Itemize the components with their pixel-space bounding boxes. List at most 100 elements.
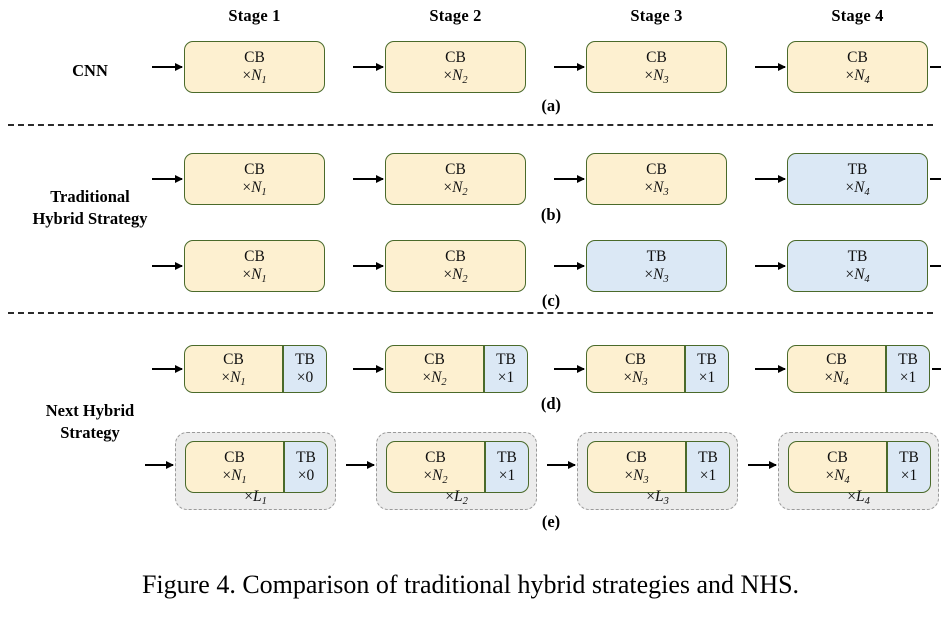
block-multiplier-label: ×N3 bbox=[623, 369, 648, 388]
block-multiplier-label: ×N4 bbox=[845, 266, 870, 285]
flow-arrow bbox=[930, 66, 941, 68]
block-multiplier-label: ×1 bbox=[699, 467, 717, 484]
flow-arrow bbox=[930, 178, 941, 180]
block-multiplier-label: ×N2 bbox=[422, 369, 447, 388]
flow-arrow bbox=[755, 368, 785, 370]
block-multiplier-label: ×N4 bbox=[845, 179, 870, 198]
block-tb-stage3: TB×1 bbox=[685, 345, 729, 393]
flow-arrow bbox=[152, 368, 182, 370]
block-multiplier-label: ×N4 bbox=[824, 369, 849, 388]
block-type-label: CB bbox=[625, 350, 646, 368]
row-label-traditional-line1: Traditional bbox=[50, 187, 130, 206]
block-multiplier-label: ×1 bbox=[900, 467, 918, 484]
stage-pair-3: CB×N3 TB×1 bbox=[586, 345, 729, 393]
block-type-label: CB bbox=[244, 247, 265, 265]
block-type-label: TB bbox=[497, 448, 517, 466]
block-multiplier-label: ×1 bbox=[899, 369, 917, 386]
block-cb-stage2: CB×N2 bbox=[385, 240, 526, 292]
group-repeat-label-3: ×L3 bbox=[646, 488, 669, 507]
stage-header-row: Stage 1 Stage 2 Stage 3 Stage 4 bbox=[184, 6, 929, 30]
block-type-label: CB bbox=[826, 350, 847, 368]
block-cb-stage4: CB×N4 bbox=[787, 41, 928, 93]
separator-traditional-next bbox=[8, 312, 933, 314]
row-label-traditional-line2: Hybrid Strategy bbox=[32, 208, 148, 228]
block-multiplier-label: ×N4 bbox=[845, 67, 870, 86]
block-tb-stage4: TB×N4 bbox=[787, 153, 928, 205]
block-multiplier-label: ×N1 bbox=[222, 467, 247, 486]
flow-arrow bbox=[353, 265, 383, 267]
block-tb-stage1: TB×0 bbox=[283, 345, 327, 393]
flow-arrow bbox=[353, 66, 383, 68]
group-repeat-label-2: ×L2 bbox=[445, 488, 468, 507]
sublabel-c: (c) bbox=[541, 291, 561, 310]
block-multiplier-label: ×N1 bbox=[242, 67, 267, 86]
block-type-label: TB bbox=[698, 448, 718, 466]
block-type-label: TB bbox=[697, 350, 717, 368]
block-multiplier-label: ×1 bbox=[498, 467, 516, 484]
sublabel-a: (a) bbox=[541, 96, 561, 115]
flow-arrow bbox=[547, 464, 575, 466]
stage-header-1: Stage 1 bbox=[228, 6, 281, 25]
flow-arrow bbox=[353, 368, 383, 370]
block-multiplier-label: ×1 bbox=[497, 369, 515, 386]
block-tb-stage4: TB×1 bbox=[886, 345, 930, 393]
block-type-label: CB bbox=[224, 448, 245, 466]
block-cb-stage4: CB×N4 bbox=[788, 441, 887, 493]
block-cb-stage1: CB×N1 bbox=[184, 41, 325, 93]
flow-arrow bbox=[930, 265, 941, 267]
block-cb-stage1: CB×N1 bbox=[184, 345, 283, 393]
flow-arrow bbox=[152, 66, 182, 68]
pipeline-row-c: CB×N1 CB×N2 TB×N3 TB×N4 bbox=[150, 240, 941, 292]
flow-arrow bbox=[755, 66, 785, 68]
block-cb-stage4: CB×N4 bbox=[787, 345, 886, 393]
flow-arrow bbox=[346, 464, 374, 466]
separator-cnn-traditional bbox=[8, 124, 933, 126]
block-cb-stage2: CB×N2 bbox=[386, 441, 485, 493]
block-multiplier-label: ×N2 bbox=[443, 67, 468, 86]
block-type-label: TB bbox=[898, 350, 918, 368]
row-label-next-line1: Next Hybrid bbox=[45, 401, 135, 420]
block-multiplier-label: ×N1 bbox=[242, 266, 267, 285]
block-cb-stage3: CB×N3 bbox=[586, 41, 727, 93]
flow-arrow bbox=[755, 178, 785, 180]
group-repeat-label-1: ×L1 bbox=[244, 488, 267, 507]
stage-pair-4: CB×N4 TB×1 bbox=[788, 441, 931, 493]
flow-arrow bbox=[554, 368, 584, 370]
row-label-next-line2: Strategy bbox=[60, 422, 120, 442]
block-cb-stage2: CB×N2 bbox=[385, 345, 484, 393]
block-multiplier-label: ×N4 bbox=[825, 467, 850, 486]
flow-arrow bbox=[755, 265, 785, 267]
block-type-label: TB bbox=[847, 247, 868, 265]
sublabel-b: (b) bbox=[540, 205, 562, 224]
block-tb-stage4: TB×N4 bbox=[787, 240, 928, 292]
block-type-label: CB bbox=[646, 160, 667, 178]
block-tb-stage3: TB×N3 bbox=[586, 240, 727, 292]
block-multiplier-label: ×1 bbox=[698, 369, 716, 386]
block-tb-stage1: TB×0 bbox=[284, 441, 328, 493]
block-multiplier-label: ×N1 bbox=[242, 179, 267, 198]
flow-arrow bbox=[554, 66, 584, 68]
sublabel-d: (d) bbox=[540, 394, 562, 413]
block-cb-stage3: CB×N3 bbox=[587, 441, 686, 493]
block-type-label: TB bbox=[899, 448, 919, 466]
block-type-label: CB bbox=[827, 448, 848, 466]
block-multiplier-label: ×N2 bbox=[443, 266, 468, 285]
stage-pair-2: CB×N2 TB×1 bbox=[386, 441, 529, 493]
stage-pair-3: CB×N3 TB×1 bbox=[587, 441, 730, 493]
block-cb-stage2: CB×N2 bbox=[385, 41, 526, 93]
flow-arrow bbox=[932, 368, 941, 370]
block-type-label: CB bbox=[847, 48, 868, 66]
group-repeat-label-4: ×L4 bbox=[847, 488, 870, 507]
flow-arrow bbox=[145, 464, 173, 466]
block-cb-stage1: CB×N1 bbox=[185, 441, 284, 493]
block-type-label: CB bbox=[244, 48, 265, 66]
figure-caption: Figure 4. Comparison of traditional hybr… bbox=[141, 570, 800, 599]
